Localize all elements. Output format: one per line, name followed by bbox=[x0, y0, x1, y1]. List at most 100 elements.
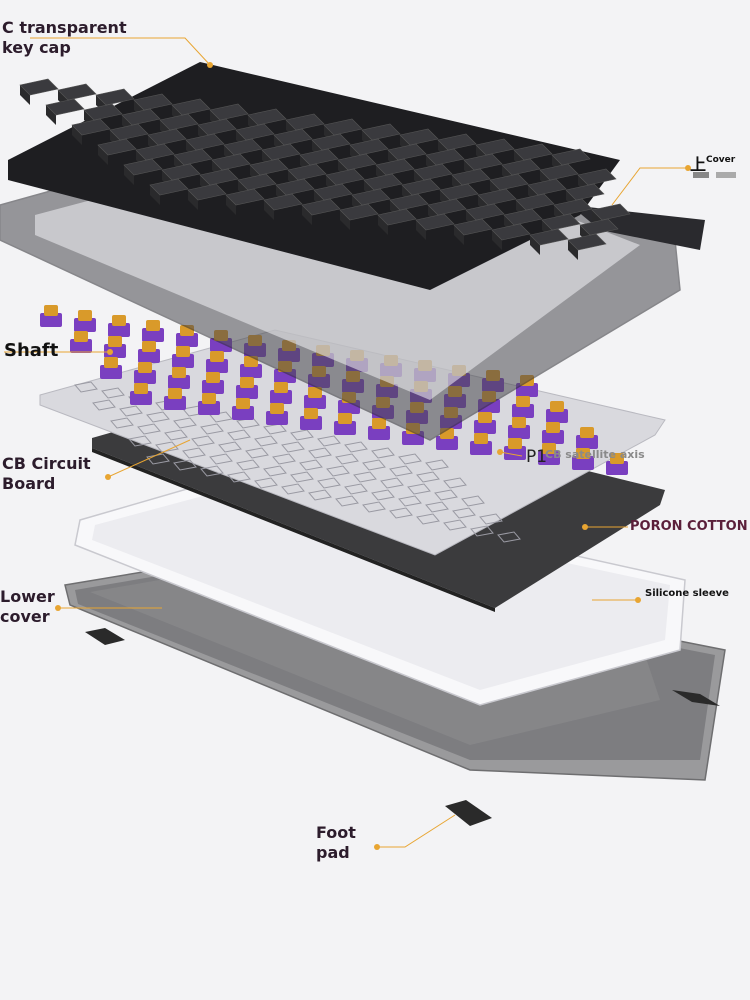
leader-pcb bbox=[107, 439, 191, 478]
switch bbox=[474, 412, 496, 434]
switch bbox=[130, 383, 152, 405]
leader-keycap bbox=[30, 37, 211, 66]
switch bbox=[198, 393, 220, 415]
keycap bbox=[171, 98, 211, 125]
label-foot-pad: Foot pad bbox=[316, 823, 356, 863]
leader-cover bbox=[611, 167, 688, 206]
keycap bbox=[197, 118, 237, 145]
switch bbox=[606, 453, 628, 475]
keycap bbox=[247, 108, 287, 135]
leader-lower-dot bbox=[55, 605, 61, 611]
keycap bbox=[301, 198, 341, 225]
keycap bbox=[477, 188, 517, 215]
switch bbox=[70, 331, 92, 353]
keycap bbox=[285, 113, 325, 140]
label-pcb-line1: CB Circuit bbox=[2, 454, 91, 473]
leader-poron-dot bbox=[582, 524, 588, 530]
label-lower-cover: Lower cover bbox=[0, 587, 55, 627]
keycap-layer bbox=[8, 62, 631, 290]
switch bbox=[300, 408, 322, 430]
label-cover-glyph: 上 bbox=[690, 155, 707, 174]
switch bbox=[202, 372, 224, 394]
switch bbox=[334, 413, 356, 435]
label-lower-line1: Lower bbox=[0, 587, 55, 606]
label-pcb-line2: Board bbox=[2, 474, 56, 493]
label-p1: P1 bbox=[526, 447, 548, 467]
keycap bbox=[451, 168, 491, 195]
keycap bbox=[263, 193, 303, 220]
keycap bbox=[567, 233, 607, 260]
switch bbox=[572, 448, 594, 470]
switch bbox=[508, 417, 530, 439]
switch bbox=[138, 341, 160, 363]
switch bbox=[270, 382, 292, 404]
switch bbox=[236, 377, 258, 399]
switch bbox=[172, 346, 194, 368]
cover-piece bbox=[693, 172, 736, 178]
keycap bbox=[19, 78, 59, 105]
keycap bbox=[325, 168, 365, 195]
keycap bbox=[501, 158, 541, 185]
switch bbox=[176, 325, 198, 347]
label-pcb: CB Circuit Board bbox=[2, 454, 91, 494]
leader-shaft-dot bbox=[107, 349, 113, 355]
label-foot-line1: Foot bbox=[316, 823, 356, 842]
keycap bbox=[491, 223, 531, 250]
keycap bbox=[109, 123, 149, 150]
keycap bbox=[425, 148, 465, 175]
keycap bbox=[45, 98, 85, 125]
leader-p1-dot bbox=[497, 449, 503, 455]
label-poron-cotton: PORON COTTON bbox=[630, 519, 748, 534]
switch bbox=[304, 387, 326, 409]
switch bbox=[546, 401, 568, 423]
keycap bbox=[415, 213, 455, 240]
switch bbox=[108, 315, 130, 337]
switch bbox=[206, 351, 228, 373]
keycap bbox=[187, 183, 227, 210]
leader-silicone-dot bbox=[635, 597, 641, 603]
leader-foot-dot bbox=[374, 844, 380, 850]
keycap bbox=[71, 118, 111, 145]
switch bbox=[104, 336, 126, 358]
keycap bbox=[225, 188, 265, 215]
leader-foot bbox=[377, 814, 456, 848]
label-foot-line2: pad bbox=[316, 843, 350, 862]
leader-keycap-dot bbox=[207, 62, 213, 68]
keycap bbox=[377, 208, 417, 235]
keycap bbox=[591, 203, 631, 230]
leader-lines bbox=[4, 37, 691, 850]
leader-pcb-dot bbox=[105, 474, 111, 480]
switch bbox=[576, 427, 598, 449]
switch bbox=[134, 362, 156, 384]
switch bbox=[168, 367, 190, 389]
label-shaft: Shaft bbox=[4, 340, 59, 361]
keycap bbox=[337, 153, 377, 180]
keycap bbox=[389, 193, 429, 220]
switch bbox=[142, 320, 164, 342]
keycap bbox=[313, 183, 353, 210]
keycap bbox=[123, 158, 163, 185]
switch bbox=[266, 403, 288, 425]
keycap bbox=[453, 218, 493, 245]
leader-cover-dot bbox=[685, 165, 691, 171]
switch bbox=[368, 418, 390, 440]
label-cover: 上Cover bbox=[690, 155, 735, 175]
label-cover-text: Cover bbox=[706, 155, 736, 165]
keycap bbox=[97, 138, 137, 165]
label-lower-line2: cover bbox=[0, 607, 50, 626]
foot-pads bbox=[85, 628, 720, 826]
switch bbox=[74, 310, 96, 332]
label-silicone-sleeve: Silicone sleeve bbox=[645, 588, 729, 599]
switch bbox=[100, 357, 122, 379]
keycap bbox=[149, 178, 189, 205]
keycap bbox=[339, 203, 379, 230]
label-keycap-line1: C transparent bbox=[2, 18, 127, 37]
label-keycap-line2: key cap bbox=[2, 38, 71, 57]
leader-p1 bbox=[499, 451, 523, 457]
switch bbox=[164, 388, 186, 410]
label-satellite-axis: CB satellite axis bbox=[545, 448, 645, 461]
switch bbox=[40, 305, 62, 327]
keycap bbox=[529, 228, 569, 255]
switch bbox=[232, 398, 254, 420]
